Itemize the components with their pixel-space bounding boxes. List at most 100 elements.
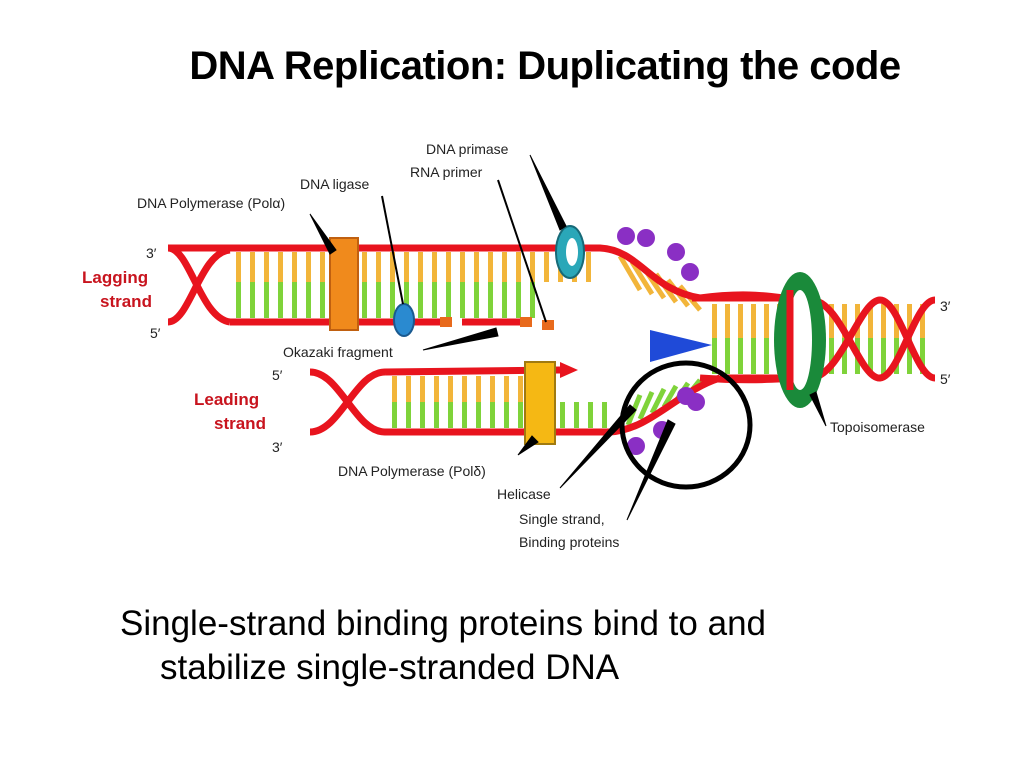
label-dna-ligase: DNA ligase	[300, 176, 369, 192]
base-pair	[448, 376, 453, 402]
base-pair	[292, 282, 297, 318]
label-lagging-2: strand	[100, 292, 152, 311]
ssb-protein	[667, 243, 685, 261]
base-pair	[306, 252, 311, 282]
base-pair	[434, 402, 439, 428]
base-pair	[560, 402, 565, 428]
base-pair	[488, 282, 493, 318]
base-pair	[392, 402, 397, 428]
base-pair	[518, 376, 523, 402]
base-pair	[881, 338, 886, 374]
label-polymerase-alpha: DNA Polymerase (Polα)	[137, 195, 285, 211]
base-pair	[362, 252, 367, 282]
label-helicase: Helicase	[497, 486, 551, 502]
slide-caption: Single-strand binding proteins bind to a…	[120, 602, 940, 690]
leading-direction-arrow	[560, 362, 578, 378]
base-pair	[490, 402, 495, 428]
base-pair	[406, 402, 411, 428]
base-pair	[404, 282, 409, 318]
unpaired-base	[649, 387, 667, 415]
label-dna-primase: DNA primase	[426, 141, 509, 157]
base-pair	[602, 402, 607, 428]
ssb-protein	[637, 229, 655, 247]
label-polymerase-delta: DNA Polymerase (Polδ)	[338, 463, 486, 479]
base-pair	[725, 338, 730, 374]
base-pair	[460, 252, 465, 282]
unpaired-base	[629, 260, 655, 296]
base-pair	[320, 252, 325, 282]
base-pair	[392, 376, 397, 402]
ssb-proteins	[617, 227, 705, 455]
label-ssb-line2: Binding proteins	[519, 534, 619, 550]
label-leading-1: Leading	[194, 390, 259, 409]
base-pair	[530, 282, 535, 318]
base-pair	[432, 282, 437, 318]
base-pair	[474, 282, 479, 318]
base-pair	[738, 304, 743, 338]
base-pair	[502, 252, 507, 282]
leading-bases	[392, 376, 607, 428]
lagging-left-helix-b	[167, 246, 231, 326]
caption-line-1: Single-strand binding proteins bind to a…	[120, 604, 766, 643]
base-pair	[362, 282, 367, 318]
lagging-strand-duplex	[167, 244, 701, 330]
base-pair	[264, 252, 269, 282]
ssb-protein	[617, 227, 635, 245]
base-pair	[868, 338, 873, 374]
base-pair	[476, 402, 481, 428]
pointer-lines	[309, 154, 827, 521]
base-pair	[490, 376, 495, 402]
base-pair	[712, 304, 717, 338]
base-pair	[907, 304, 912, 338]
base-pair	[390, 252, 395, 282]
base-pair	[460, 282, 465, 318]
base-pair	[404, 252, 409, 282]
base-pair	[376, 282, 381, 318]
rna-primer-1	[440, 317, 452, 327]
base-pair	[751, 338, 756, 374]
caption-line-2: stabilize single-stranded DNA	[160, 648, 620, 687]
unpaired-base	[617, 254, 643, 292]
base-pair	[751, 304, 756, 338]
leading-5prime: 5′	[272, 367, 283, 383]
lagging-5prime: 5′	[150, 325, 161, 341]
base-pair	[516, 282, 521, 318]
base-pair	[488, 252, 493, 282]
dna-ligase	[393, 303, 415, 337]
base-pair	[376, 252, 381, 282]
base-pair	[390, 282, 395, 318]
base-pair	[432, 252, 437, 282]
lagging-3prime: 3′	[146, 245, 157, 261]
base-pair	[320, 282, 325, 318]
parental-3prime: 3′	[940, 298, 951, 314]
label-topoisomerase: Topoisomerase	[830, 419, 925, 435]
lagging-template-strand	[168, 244, 701, 302]
polymerase-alpha	[329, 237, 359, 331]
base-pair	[264, 282, 269, 318]
base-pair	[829, 304, 834, 338]
polymerase-delta	[524, 361, 556, 445]
base-pair	[725, 304, 730, 338]
base-pair	[236, 282, 241, 318]
base-pair	[738, 338, 743, 374]
label-ssb-line1: Single strand,	[519, 511, 605, 527]
base-pair	[250, 282, 255, 318]
base-pair	[530, 252, 535, 282]
base-pair	[446, 282, 451, 318]
label-lagging-1: Lagging	[82, 268, 148, 287]
base-pair	[502, 282, 507, 318]
base-pair	[462, 376, 467, 402]
base-pair	[504, 402, 509, 428]
base-pair	[236, 252, 241, 282]
base-pair	[829, 338, 834, 374]
parental-5prime: 5′	[940, 371, 951, 387]
base-pair	[418, 282, 423, 318]
base-pair	[518, 402, 523, 428]
base-pair	[544, 252, 549, 282]
base-pair	[842, 338, 847, 374]
base-pair	[764, 338, 769, 374]
unpaired-base	[637, 390, 655, 421]
base-pair	[306, 282, 311, 318]
base-pair	[516, 252, 521, 282]
